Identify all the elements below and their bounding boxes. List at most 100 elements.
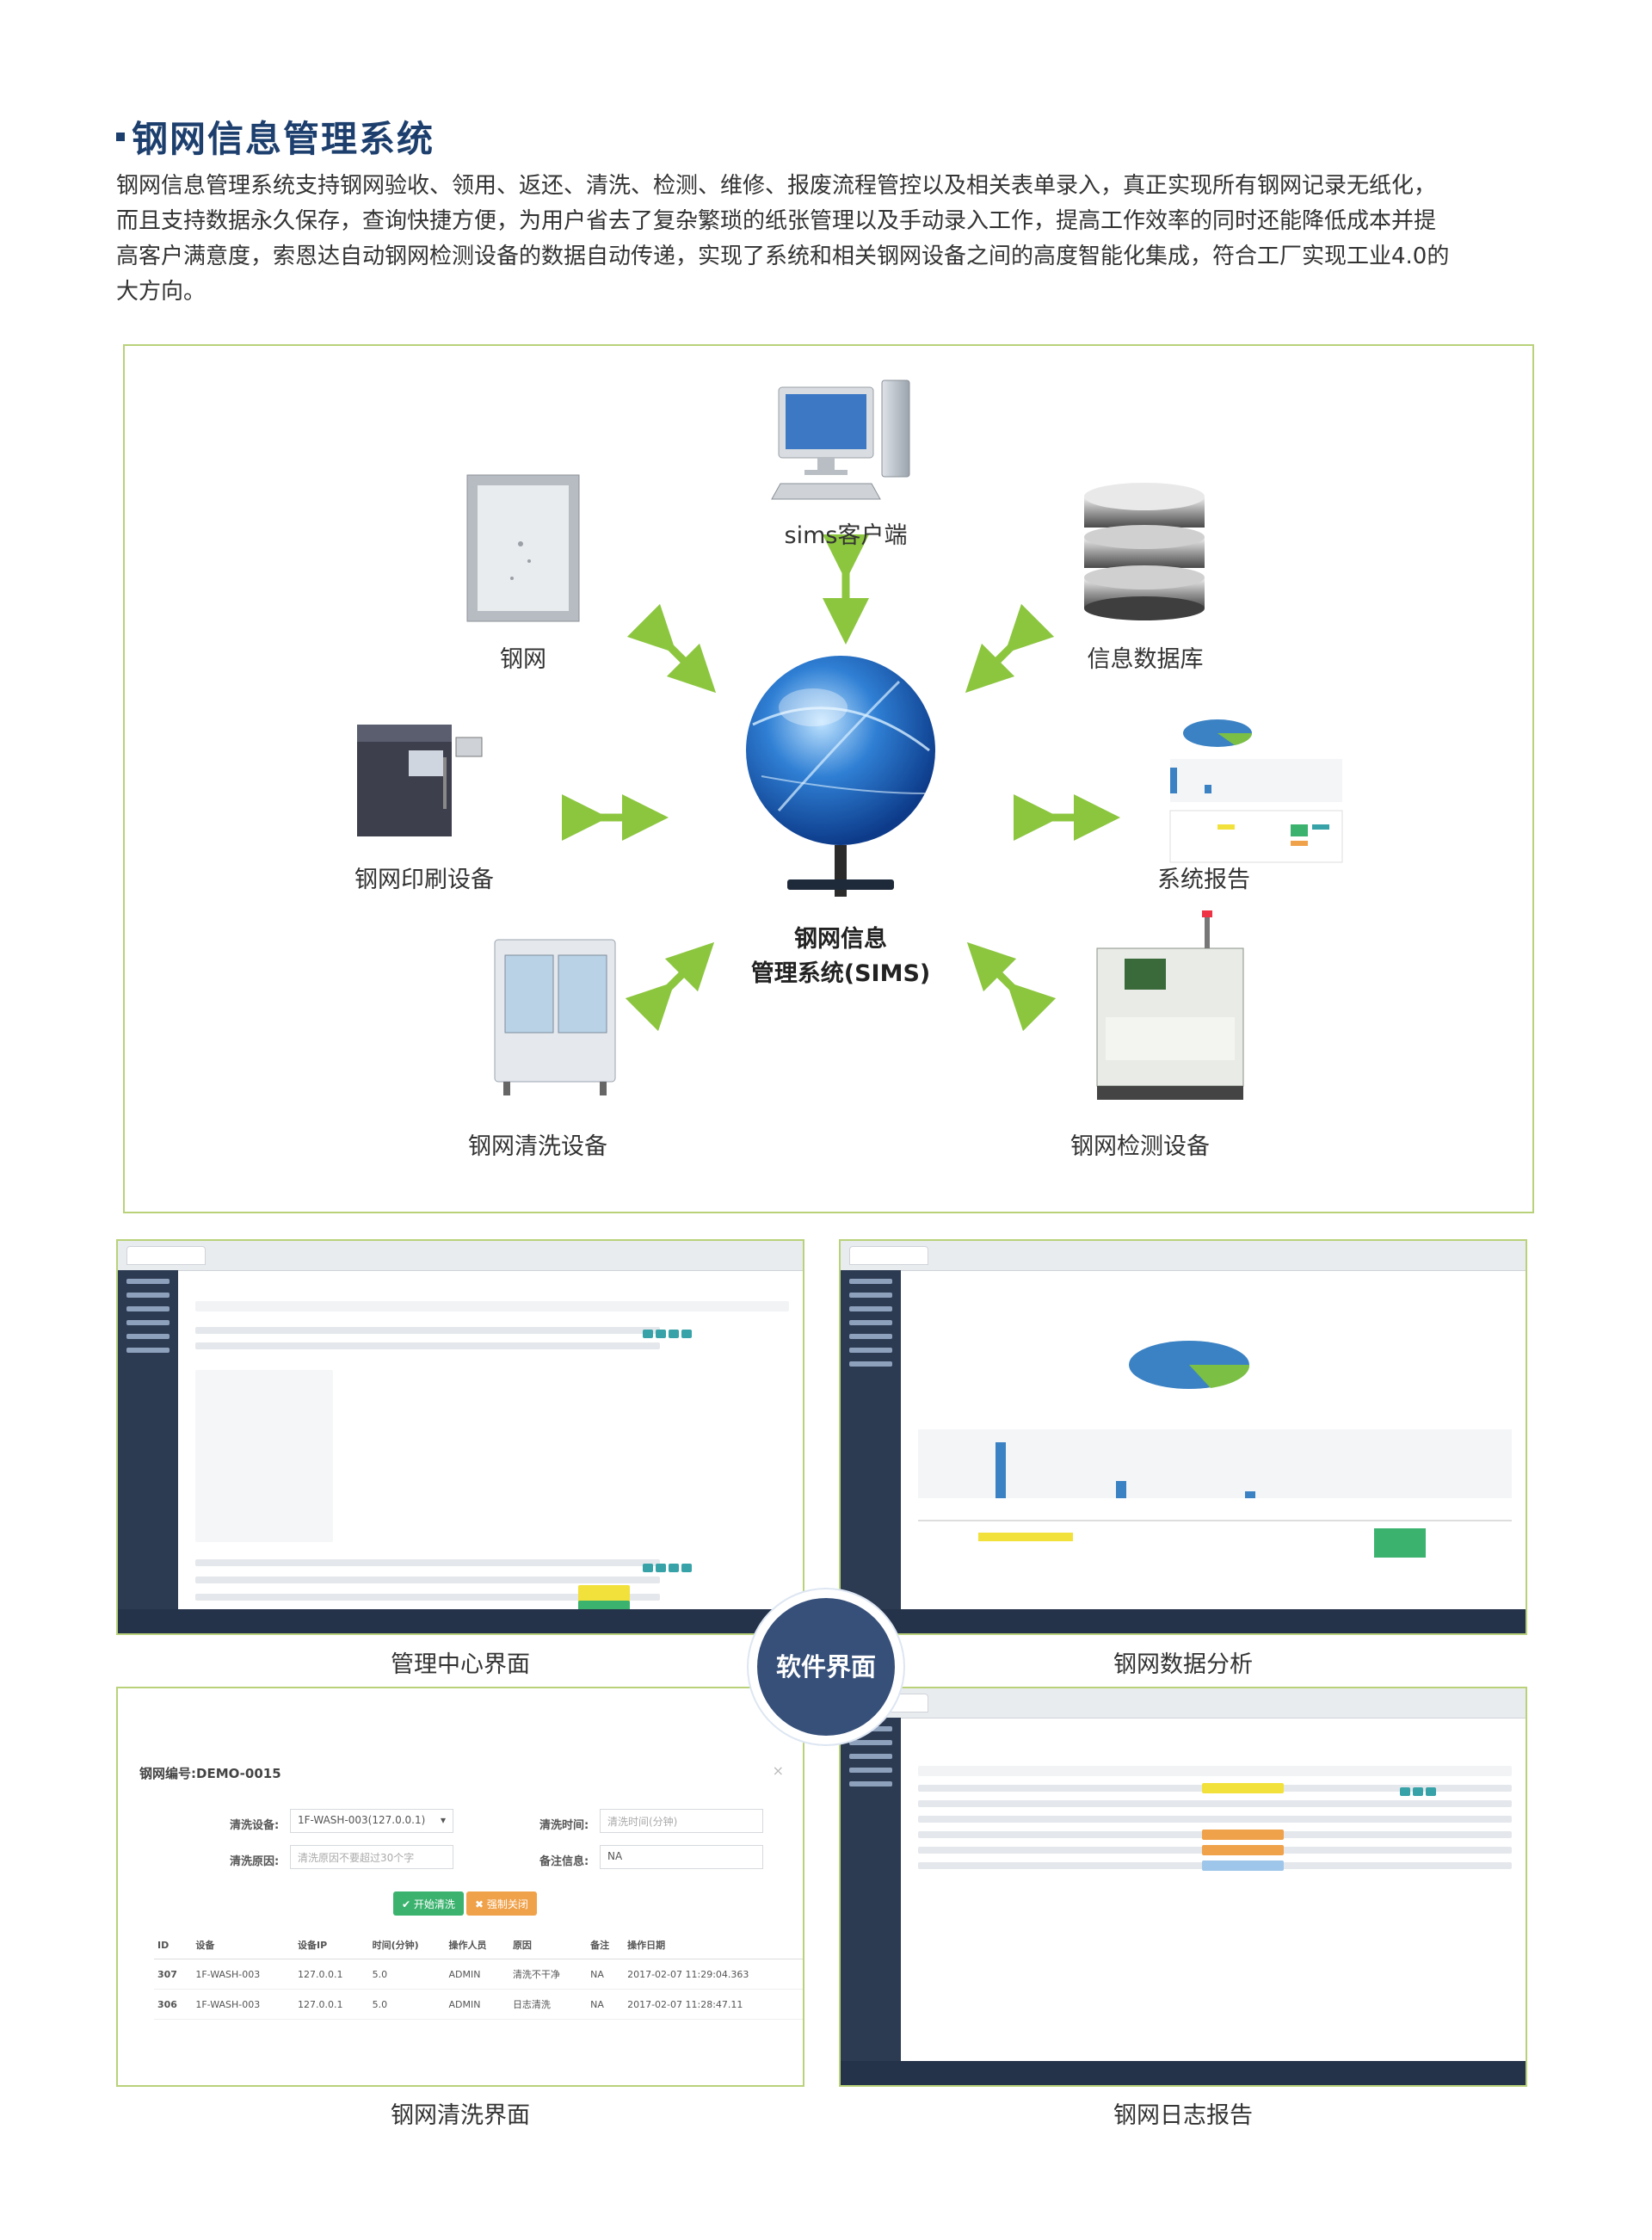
sidebar [118, 1270, 178, 1609]
intro-line: 高客户满意度，索恩达自动钢网检测设备的数据自动传递，实现了系统和相关钢网设备之间… [116, 244, 1450, 269]
cell: 1F-WASH-003 [192, 1989, 295, 2020]
cell: NA [587, 1989, 625, 2020]
status-highlight [1202, 1860, 1284, 1871]
status-highlight [1202, 1845, 1284, 1855]
col-ip: 设备IP [294, 1931, 369, 1959]
node-client-label: sims客户端 [784, 522, 908, 549]
cleaning-screenshot: 钢网编号:DEMO-0015 × 清洗设备: 1F-WASH-003(127.0… [116, 1687, 804, 2087]
center-label-line2: 管理系统(SIMS) [750, 960, 931, 987]
table-header [918, 1766, 1512, 1776]
time-label: 清洗时间: [539, 1819, 589, 1832]
chevron-down-icon: ▾ [440, 1814, 446, 1826]
arrow-inspector [966, 941, 1057, 1032]
node-database-label: 信息数据库 [1087, 646, 1204, 673]
start-clean-button[interactable]: ✔ 开始清洗 [393, 1891, 464, 1916]
cell: 5.0 [368, 1959, 446, 1990]
title-bullet [116, 132, 125, 141]
close-icon[interactable]: × [772, 1762, 784, 1779]
device-select[interactable]: 1F-WASH-003(127.0.0.1) ▾ [290, 1809, 453, 1833]
action-buttons [643, 1559, 694, 1576]
globe-icon [746, 656, 935, 897]
table-row [195, 1577, 660, 1583]
center-label-line1: 钢网信息 [794, 926, 887, 953]
node-washer-label: 钢网清洗设备 [468, 1133, 607, 1160]
table-row: 307 1F-WASH-003 127.0.0.1 5.0 ADMIN 清洗不干… [154, 1959, 803, 1990]
intro-line: 而且支持数据永久保存，查询快捷方便，为用户省去了复杂繁琐的纸张管理以及手动录入工… [116, 208, 1437, 234]
intro-line: 钢网信息管理系统支持钢网验收、领用、返还、清洗、检测、维修、报废流程管控以及相关… [116, 173, 1437, 199]
washer-machine-icon [494, 939, 616, 1095]
time-input[interactable]: 清洗时间(分钟) [600, 1809, 763, 1833]
cell: 127.0.0.1 [294, 1959, 369, 1990]
software-badge: 软件界面 [749, 1589, 903, 1744]
stencil-icon [466, 474, 580, 622]
node-inspector-label: 钢网检测设备 [1070, 1133, 1210, 1160]
intro-line: 大方向。 [116, 279, 206, 305]
sidebar [841, 1718, 901, 2061]
col-id: ID [154, 1931, 193, 1959]
table-row [195, 1327, 660, 1334]
table-row [918, 1816, 1512, 1823]
caption-log: 钢网日志报告 [1113, 2102, 1253, 2129]
dialog-title: 钢网编号:DEMO-0015 [139, 1766, 281, 1781]
table-header [195, 1301, 789, 1311]
cell: 127.0.0.1 [294, 1989, 369, 2020]
table-row [195, 1594, 660, 1601]
caption-management: 管理中心界面 [391, 1651, 530, 1678]
col-remark: 备注 [587, 1931, 625, 1959]
computer-icon [771, 380, 910, 500]
analysis-charts [918, 1341, 1512, 1558]
reason-input[interactable]: 清洗原因不要超过30个字 [290, 1845, 453, 1869]
remark-label: 备注信息: [539, 1855, 589, 1868]
table-row [918, 1800, 1512, 1807]
col-reason: 原因 [509, 1931, 588, 1959]
node-printer-label: 钢网印刷设备 [354, 867, 494, 893]
browser-tab [126, 1246, 206, 1265]
cell: 307 [154, 1959, 193, 1990]
arrow-stencil [626, 603, 717, 694]
caption-cleaning: 钢网清洗界面 [391, 2102, 530, 2129]
table-header-row: ID 设备 设备IP 时间(分钟) 操作人员 原因 备注 操作日期 [154, 1931, 803, 1959]
cell: 2017-02-07 11:29:04.363 [624, 1959, 803, 1990]
cell: 1F-WASH-003 [192, 1959, 295, 1990]
action-buttons [1400, 1783, 1439, 1799]
action-buttons [643, 1325, 694, 1342]
status-highlight [1202, 1783, 1284, 1793]
col-device: 设备 [192, 1931, 295, 1959]
intro-paragraph: 钢网信息管理系统支持钢网验收、领用、返还、清洗、检测、维修、报废流程管控以及相关… [116, 169, 1527, 310]
browser-bar [118, 1241, 803, 1271]
cell: 清洗不干净 [509, 1959, 588, 1990]
remark-input[interactable]: NA [600, 1845, 763, 1869]
inspector-machine-icon [1096, 910, 1244, 1100]
cell: ADMIN [445, 1989, 509, 2020]
log-screenshot [839, 1687, 1527, 2087]
device-label: 清洗设备: [230, 1819, 280, 1832]
table-row [195, 1342, 660, 1349]
device-select-value: 1F-WASH-003(127.0.0.1) [298, 1814, 426, 1826]
browser-bar [841, 1241, 1526, 1271]
database-icon [1084, 483, 1205, 620]
node-report-label: 系统报告 [1157, 867, 1250, 893]
status-highlight [1202, 1830, 1284, 1840]
table-row: 306 1F-WASH-003 127.0.0.1 5.0 ADMIN 日志清洗… [154, 1989, 803, 2020]
cell: 2017-02-07 11:28:47.11 [624, 1989, 803, 2020]
cell: 306 [154, 1989, 193, 2020]
cell: 5.0 [368, 1989, 446, 2020]
col-operator: 操作人员 [445, 1931, 509, 1959]
detail-panel [195, 1370, 333, 1542]
printer-machine-icon [357, 725, 483, 836]
reason-label: 清洗原因: [230, 1855, 280, 1868]
taskbar [841, 2061, 1526, 2085]
cleaning-history-table: ID 设备 设备IP 时间(分钟) 操作人员 原因 备注 操作日期 307 1F… [154, 1931, 803, 2020]
management-screenshot [116, 1239, 804, 1635]
cell: ADMIN [445, 1959, 509, 1990]
page-title: 钢网信息管理系统 [116, 110, 435, 163]
taskbar [841, 1609, 1526, 1633]
center-label: 钢网信息 管理系统(SIMS) [712, 923, 970, 991]
col-time: 时间(分钟) [368, 1931, 446, 1959]
caption-analysis: 钢网数据分析 [1113, 1651, 1253, 1678]
force-close-button[interactable]: ✖ 强制关闭 [466, 1891, 537, 1916]
arrow-database [965, 603, 1055, 694]
table-row [195, 1559, 660, 1566]
cell: NA [587, 1959, 625, 1990]
analysis-screenshot [839, 1239, 1527, 1635]
